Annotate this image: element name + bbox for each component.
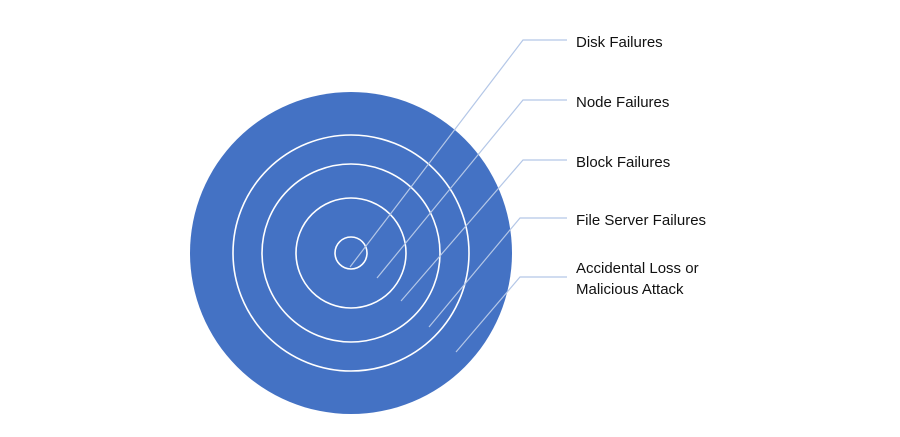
label-disk-failures: Disk Failures — [576, 34, 663, 51]
leader-line-file-server — [428, 217, 567, 328]
ring-node — [295, 197, 407, 309]
leader-line-disk — [349, 39, 567, 268]
ring-block — [261, 163, 441, 343]
leader-line-node — [376, 99, 567, 279]
label-block-failures: Block Failures — [576, 154, 670, 171]
label-file-server-failures: File Server Failures — [576, 212, 706, 229]
leader-line-accidental — [455, 276, 567, 353]
outer-layer-disc — [190, 92, 512, 414]
label-accidental-loss: Accidental Loss or Malicious Attack — [576, 260, 703, 298]
leader-line-block — [400, 159, 567, 302]
ring-disk — [334, 236, 368, 270]
ring-file-server — [232, 134, 470, 372]
label-node-failures: Node Failures — [576, 94, 669, 111]
